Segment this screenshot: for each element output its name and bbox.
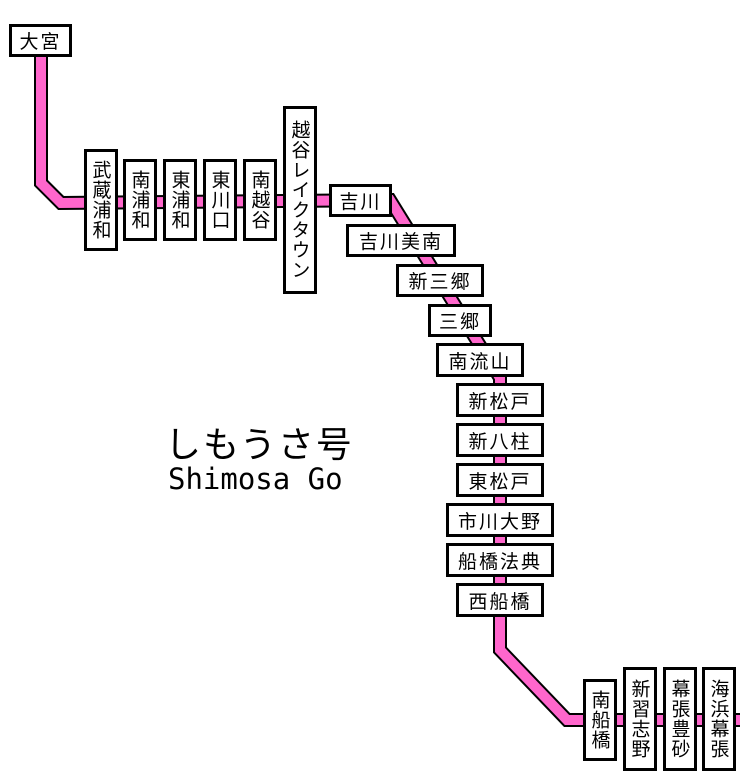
station-nishi-funabashi: 西船橋 (456, 583, 544, 617)
station-yoshikawa-minami: 吉川美南 (346, 224, 456, 257)
station-ichikawa-ono: 市川大野 (446, 503, 554, 537)
station-funabashi-hoten: 船橋法典 (446, 543, 554, 577)
route-subtitle: Shimosa Go (168, 462, 343, 496)
station-minami-koshigaya: 南越谷 (243, 159, 277, 241)
station-higashi-kawaguchi: 東川口 (203, 159, 237, 241)
station-minami-nagareyama: 南流山 (436, 343, 524, 377)
station-omiya: 大宮 (9, 24, 72, 57)
station-shin-misato: 新三郷 (396, 264, 484, 297)
station-musashi-urawa: 武蔵浦和 (84, 149, 118, 251)
station-koshigaya-laketown: 越谷レイクタウン (283, 106, 317, 294)
station-shin-matsudo: 新松戸 (456, 383, 544, 417)
station-higashi-urawa: 東浦和 (163, 159, 197, 241)
station-higashi-matsudo: 東松戸 (456, 463, 544, 497)
station-minami-urawa: 南浦和 (123, 159, 157, 241)
station-misato: 三郷 (428, 304, 492, 337)
station-shin-narashino: 新習志野 (623, 667, 657, 771)
route-title: しもうさ号 (165, 425, 354, 466)
station-yoshikawa: 吉川 (329, 184, 392, 217)
station-makuhari-toyosuna: 幕張豊砂 (663, 667, 697, 771)
station-minami-funabashi: 南船橋 (583, 679, 617, 761)
station-kaihin-makuhari: 海浜幕張 (702, 667, 736, 771)
station-shin-yahashira: 新八柱 (456, 423, 544, 457)
